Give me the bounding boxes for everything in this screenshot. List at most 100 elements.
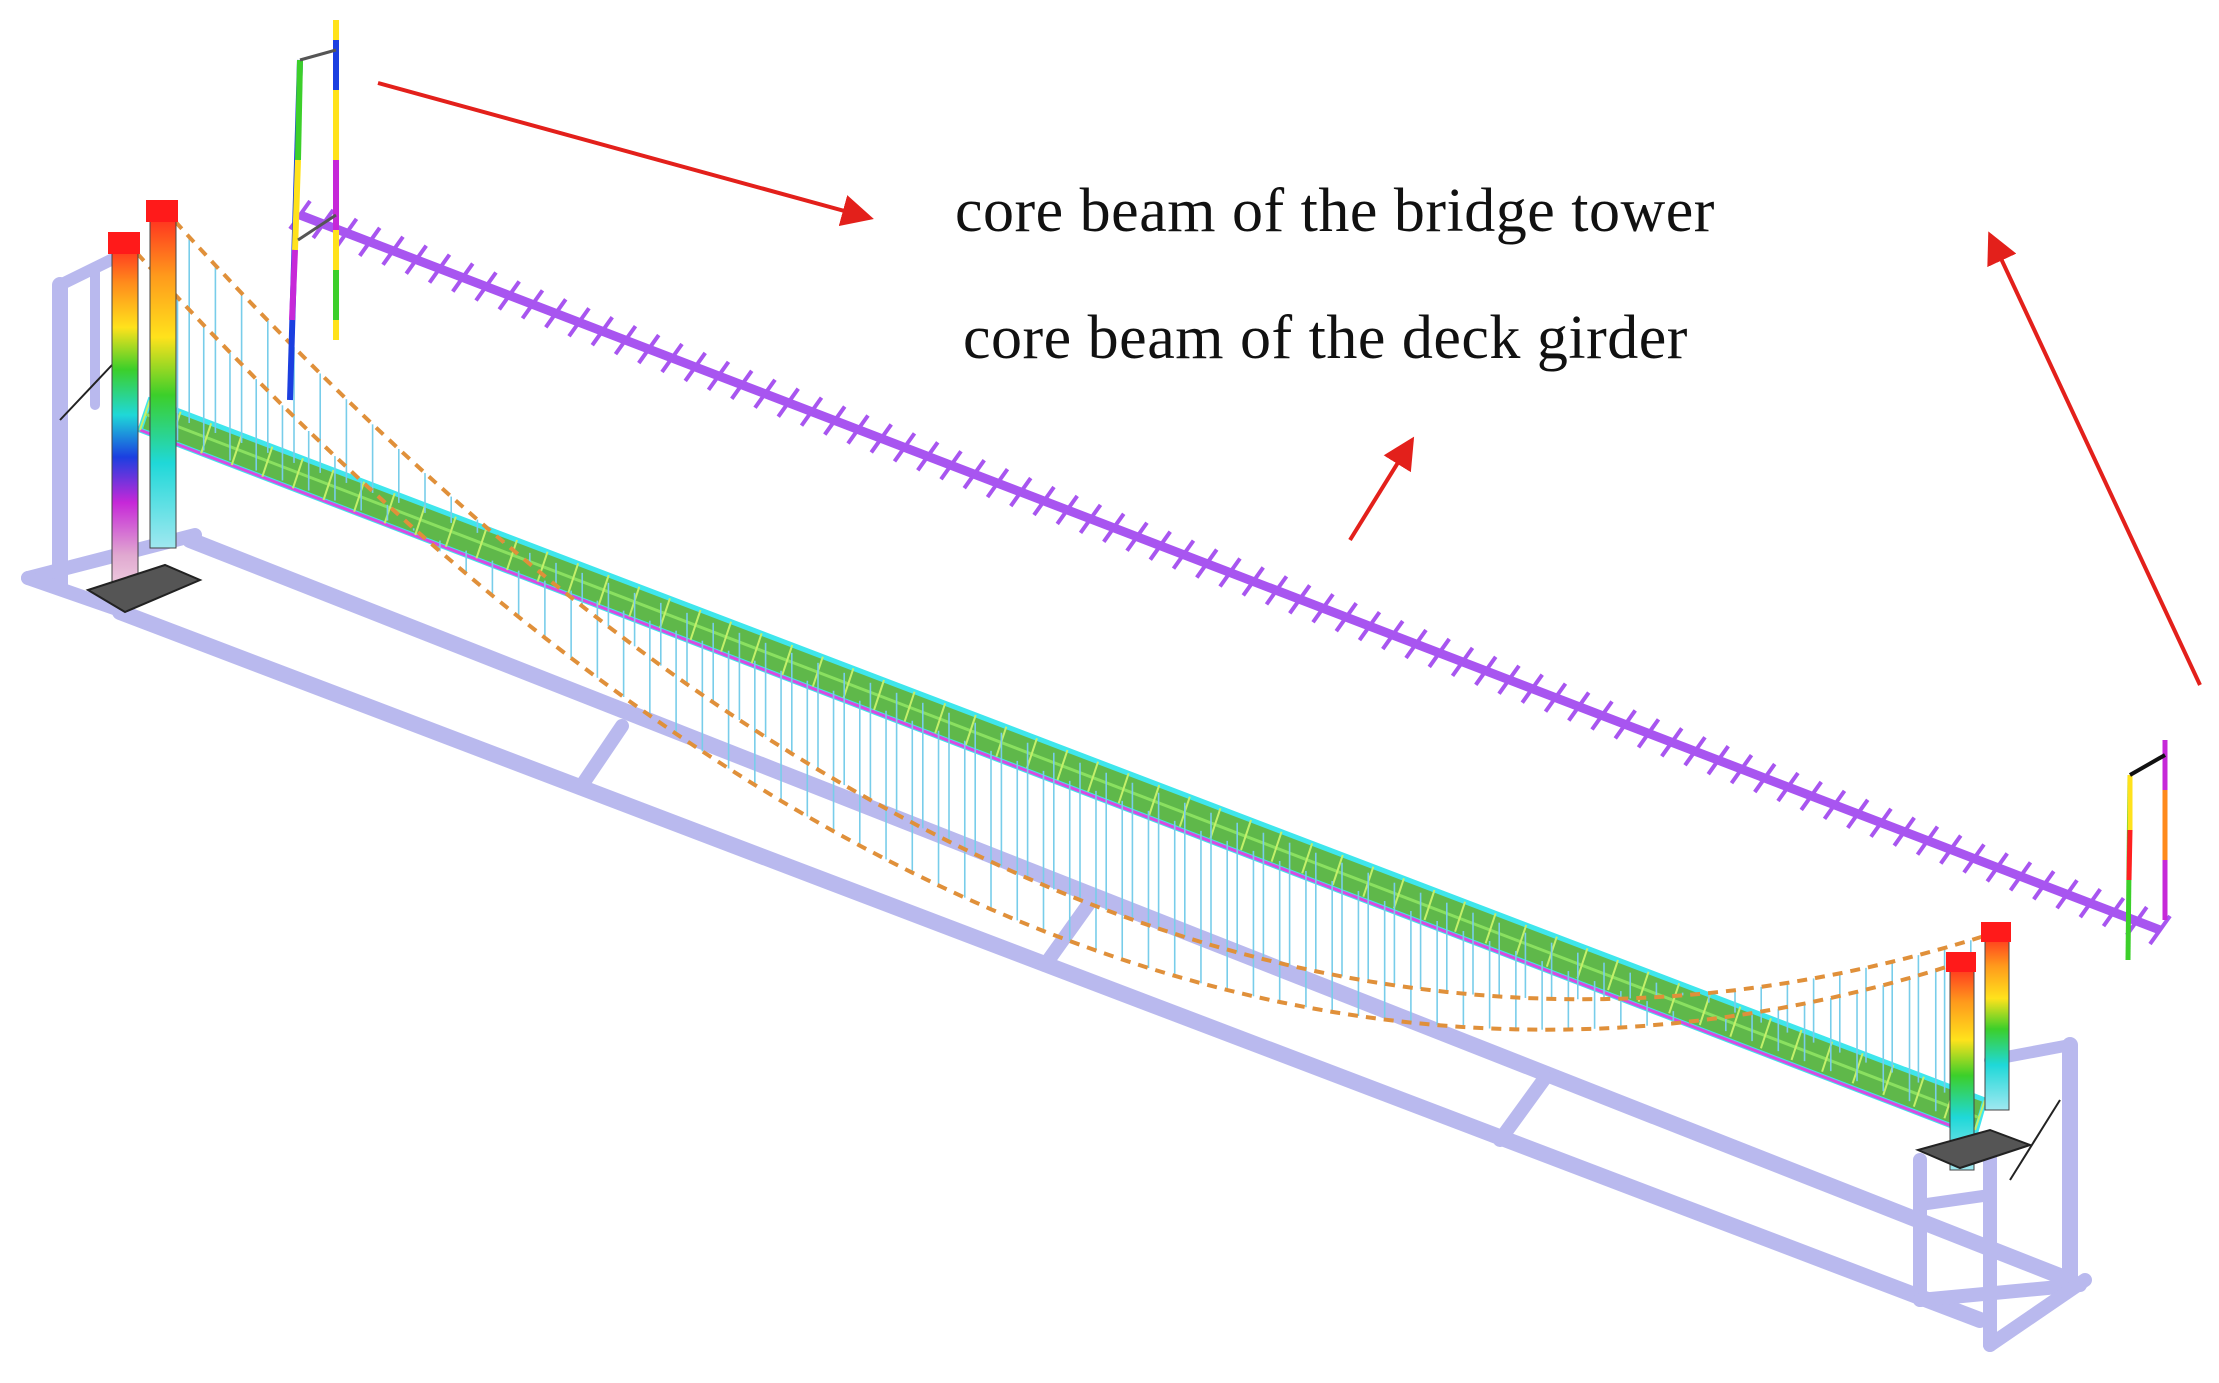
- core-beam-tick: [2055, 879, 2079, 910]
- core-beam-tick: [1869, 807, 1893, 838]
- core-beam-tick: [1520, 673, 1544, 704]
- core-beam-tick: [683, 351, 707, 383]
- deck-rib: [1209, 808, 1222, 839]
- deck-rib: [353, 481, 366, 512]
- core-beam-tick: [1892, 816, 1916, 847]
- core-beam-tick: [985, 467, 1010, 499]
- red-arrow-icon: [377, 81, 2202, 686]
- core-beam-tick: [1799, 780, 1823, 812]
- core-beam-tick: [544, 298, 568, 329]
- deck-rib: [1484, 913, 1497, 944]
- core-beam-tick: [474, 271, 498, 302]
- deck-rib: [536, 551, 549, 582]
- core-beam-tick: [1985, 852, 2009, 883]
- deck-rib: [1148, 784, 1161, 816]
- core-beam-tick: [1102, 512, 1126, 543]
- core-beam-tick: [1450, 646, 1475, 678]
- core-beam-tick: [1381, 619, 1405, 651]
- core-beam-tick: [776, 387, 800, 418]
- core-beam-tick: [590, 316, 614, 347]
- core-beam-tick: [1032, 485, 1056, 517]
- core-beam-tick: [1218, 557, 1242, 588]
- deck-girder-core-beam: [288, 199, 2172, 946]
- core-beam-tick: [381, 235, 405, 266]
- deck-rib: [322, 469, 335, 501]
- deck-rib: [1668, 983, 1681, 1014]
- right-tower-core-beam: [2125, 740, 2168, 961]
- core-beam-tick: [2078, 888, 2102, 919]
- core-beam-tick: [1241, 566, 1265, 597]
- core-beam-tick: [567, 307, 591, 338]
- deck-rib: [1056, 749, 1069, 781]
- core-beam-tick: [2008, 861, 2033, 892]
- core-beam-tick: [2148, 914, 2172, 946]
- deck-rib: [781, 644, 794, 676]
- deck-rib: [506, 539, 518, 571]
- core-beam-tick: [823, 405, 847, 436]
- deck-rib: [964, 714, 977, 746]
- core-beam-tick: [1729, 753, 1754, 785]
- main-cable: [123, 238, 1963, 1032]
- deck-rib: [1790, 1029, 1803, 1061]
- main-cables: [123, 206, 1998, 1032]
- core-beam-tick: [1288, 584, 1312, 615]
- deck-rib: [873, 679, 885, 711]
- left-tower: [85, 200, 203, 614]
- support-frame: [21, 252, 2092, 1352]
- core-beam-tick: [706, 360, 731, 392]
- core-beam-tick: [451, 262, 475, 293]
- deck-rib: [1729, 1006, 1742, 1037]
- deck-rib: [1515, 924, 1528, 956]
- core-beam-tick: [520, 289, 545, 320]
- core-beam-tick: [1915, 825, 1940, 856]
- deck-rib: [720, 621, 733, 652]
- core-beam-tick: [1567, 691, 1591, 722]
- right-tower: [1914, 922, 2034, 1171]
- core-beam-tick: [1939, 834, 1963, 865]
- core-beam-tick: [846, 414, 870, 445]
- core-beam-tick: [1543, 682, 1568, 713]
- girder-core-beam-label: core beam of the deck girder: [963, 304, 1688, 372]
- core-beam-tick: [1846, 798, 1870, 829]
- core-beam-tick: [1357, 610, 1382, 642]
- core-beam-tick: [613, 324, 638, 356]
- core-beam-tick: [939, 450, 963, 481]
- core-beam-tick: [1404, 628, 1428, 660]
- core-beam-tick: [1636, 718, 1661, 749]
- core-beam-tick: [730, 369, 754, 400]
- core-beam-tick: [1195, 548, 1219, 579]
- core-beam-tick: [1497, 664, 1521, 695]
- deck-rib: [230, 434, 243, 466]
- deck-rib: [1240, 819, 1252, 851]
- core-beam-tick: [916, 441, 940, 472]
- core-beam-tick: [1311, 593, 1335, 624]
- core-beam-tick: [427, 253, 452, 284]
- deck-rib: [567, 563, 580, 594]
- core-beam-tick: [1009, 476, 1033, 508]
- deck-rib: [1423, 889, 1436, 921]
- deck-rib: [475, 528, 488, 559]
- deck-rib: [1912, 1076, 1925, 1107]
- hanger-cables: [150, 236, 1972, 1112]
- core-beam-tick: [2032, 870, 2056, 901]
- deck-rib: [139, 399, 151, 431]
- core-beam-tick: [1590, 700, 1614, 731]
- core-beam-tick: [358, 226, 382, 257]
- core-beam-tick: [892, 432, 917, 463]
- deck-rib: [1392, 878, 1405, 909]
- core-beam-tick: [1334, 602, 1358, 633]
- core-beam-tick: [753, 378, 777, 409]
- core-beam-tick: [1125, 521, 1149, 552]
- deck-rib: [383, 493, 396, 524]
- core-beam-tick: [1427, 637, 1451, 669]
- core-beam-tick: [1055, 494, 1079, 526]
- core-beam-tick: [1171, 539, 1196, 570]
- core-beam-tick: [2101, 896, 2126, 928]
- deck-rib: [934, 703, 947, 734]
- core-beam-tick: [1822, 789, 1847, 821]
- core-beam-tick: [962, 459, 986, 490]
- deck-rib: [1759, 1018, 1772, 1049]
- deck-rib: [1025, 738, 1038, 769]
- core-beam-tick: [497, 280, 521, 311]
